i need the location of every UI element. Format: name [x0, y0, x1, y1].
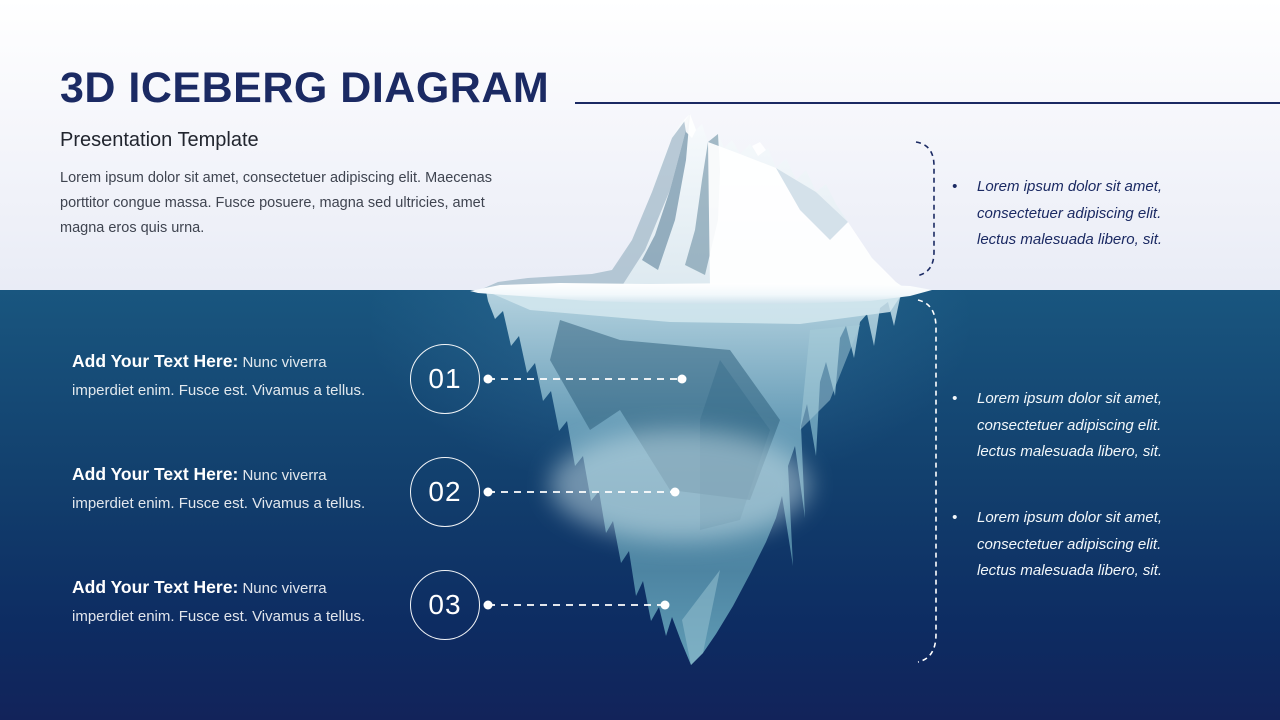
connector-dot: [677, 374, 687, 384]
note-line: Lorem ipsum dolor sit amet,: [977, 509, 1163, 526]
item-heading: Add Your Text Here:: [72, 577, 239, 597]
note-line: Lorem ipsum dolor sit amet,: [977, 390, 1163, 407]
note-line: consectetuer adipiscing elit.: [977, 416, 1162, 434]
item-body: Nunc viverra imperdiet enim. Fusce est. …: [72, 580, 366, 625]
dashed-bracket-above-water: [915, 141, 935, 277]
dashed-bracket-below-water: [917, 299, 937, 663]
item-heading: Add Your Text Here:: [72, 351, 239, 371]
number-badge-01: 01: [410, 344, 480, 414]
note-line: lectus malesuada libero, sit.: [977, 562, 1163, 579]
connector-dot: [483, 374, 493, 384]
item-text: Add Your Text Here: Nunc viverra imperdi…: [72, 573, 384, 631]
note-line: lectus malesuada libero, sit.: [977, 443, 1163, 460]
number-badge-03: 03: [410, 570, 480, 640]
item-heading: Add Your Text Here:: [72, 464, 239, 484]
iceberg-illustration: [470, 114, 932, 665]
page-subtitle: Presentation Template: [60, 129, 259, 151]
list-item-03: Add Your Text Here: Nunc viverra imperdi…: [0, 570, 500, 650]
bullet-icon: •: [952, 509, 958, 526]
note-lines: Lorem ipsum dolor sit amet, consectetuer…: [977, 505, 1162, 585]
item-body: Nunc viverra imperdiet enim. Fusce est. …: [72, 354, 366, 399]
leader-line-01: [483, 374, 687, 384]
connector-dot: [483, 600, 493, 610]
note-below-water-2: • Lorem ipsum dolor sit amet, consectetu…: [952, 505, 1162, 585]
list-item-01: Add Your Text Here: Nunc viverra imperdi…: [0, 344, 500, 424]
connector-dot: [670, 487, 680, 497]
note-line: Lorem ipsum dolor sit amet,: [977, 178, 1163, 195]
bullet-icon: •: [952, 178, 958, 195]
number-badge-02: 02: [410, 457, 480, 527]
item-text: Add Your Text Here: Nunc viverra imperdi…: [72, 460, 384, 518]
intro-paragraph: Lorem ipsum dolor sit amet, consectetuer…: [60, 170, 492, 236]
page-title: 3D ICEBERG DIAGRAM: [60, 64, 550, 112]
title-rule: [575, 102, 1280, 104]
connector-dot: [483, 487, 493, 497]
note-lines: Lorem ipsum dolor sit amet, consectetuer…: [977, 174, 1162, 254]
item-text: Add Your Text Here: Nunc viverra imperdi…: [72, 347, 384, 405]
bullet-icon: •: [952, 390, 958, 407]
note-below-water-1: • Lorem ipsum dolor sit amet, consectetu…: [952, 386, 1162, 466]
note-lines: Lorem ipsum dolor sit amet, consectetuer…: [977, 386, 1162, 466]
list-item-02: Add Your Text Here: Nunc viverra imperdi…: [0, 457, 500, 537]
note-line: consectetuer adipiscing elit.: [977, 535, 1162, 553]
note-above-water: • Lorem ipsum dolor sit amet, consectetu…: [952, 174, 1162, 254]
connector-dot: [660, 600, 670, 610]
note-line: lectus malesuada libero, sit.: [977, 231, 1163, 248]
leader-line-02: [483, 487, 680, 497]
item-body: Nunc viverra imperdiet enim. Fusce est. …: [72, 467, 366, 512]
note-line: consectetuer adipiscing elit.: [977, 204, 1162, 222]
leader-line-03: [483, 600, 670, 610]
